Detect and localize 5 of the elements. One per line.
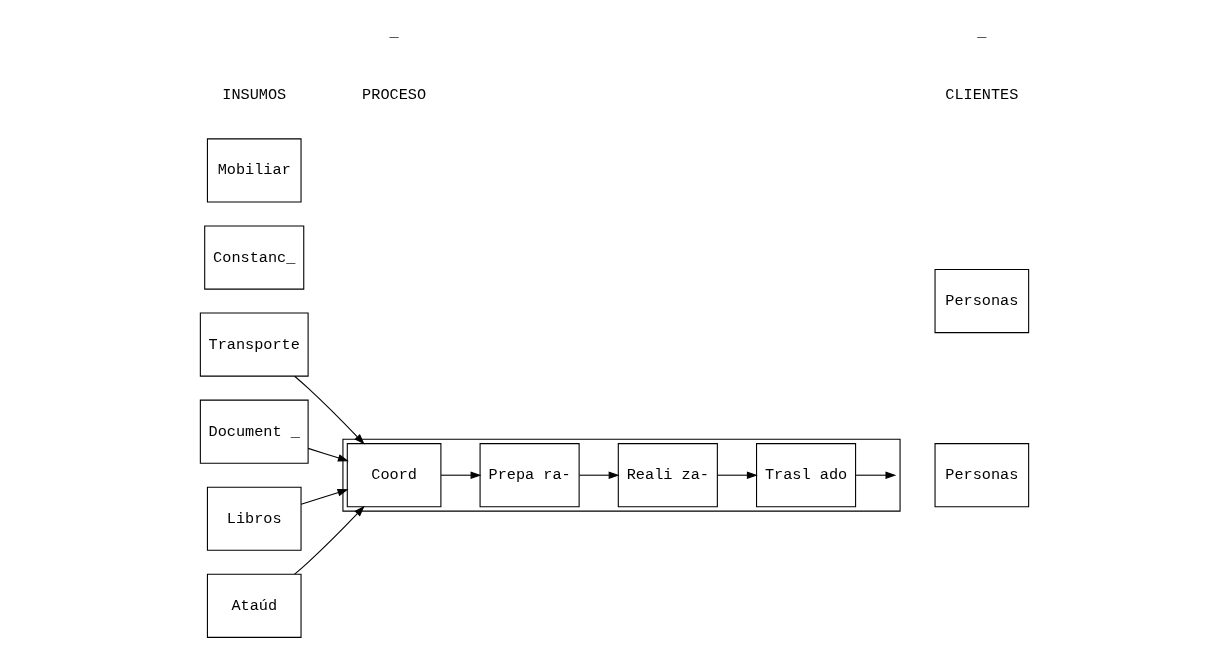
label: CLIENTES [945,86,1019,105]
label: _ [389,23,399,42]
label: _ [977,23,987,42]
label: INSUMOS [222,86,287,105]
label: PROCESO [362,86,427,105]
